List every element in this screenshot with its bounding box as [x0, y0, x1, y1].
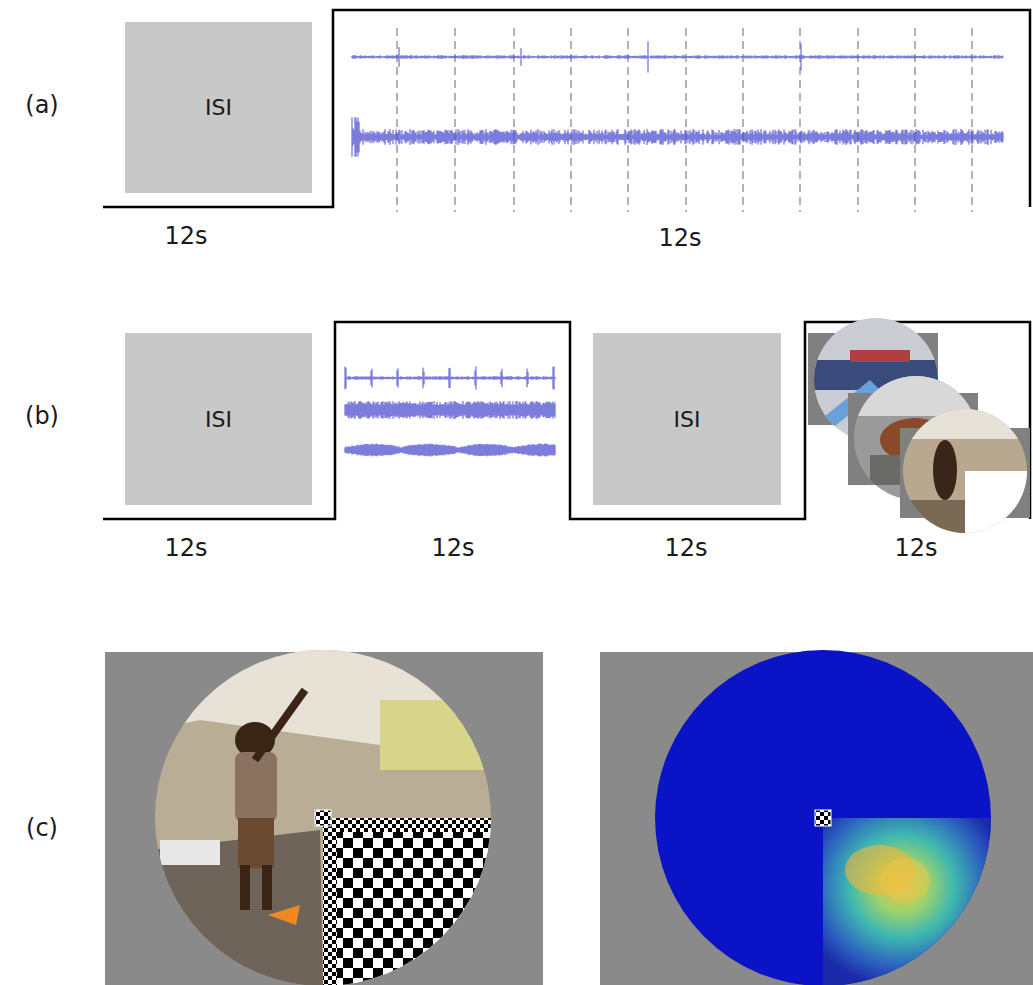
- panel-label: (b): [25, 402, 59, 430]
- time-marker: [742, 28, 744, 212]
- time-marker: [685, 28, 687, 212]
- box-label: ISI: [205, 95, 232, 120]
- panel-label: (a): [25, 91, 58, 119]
- waveform: [352, 41, 1003, 72]
- duration-label: 12s: [431, 534, 474, 562]
- isi-box: ISI: [593, 333, 781, 505]
- duration-label: 12s: [894, 534, 937, 562]
- isi-box: ISI: [125, 22, 312, 193]
- isi-box: ISI: [125, 333, 312, 505]
- waveform: [352, 117, 1003, 157]
- waveform: [345, 401, 555, 419]
- duration-label: 12s: [164, 534, 207, 562]
- box-label: ISI: [205, 407, 232, 432]
- duration-label: 12s: [164, 222, 207, 250]
- box-label: ISI: [674, 407, 701, 432]
- panel-label: (c): [26, 814, 58, 842]
- duration-label: 12s: [664, 534, 707, 562]
- waveform: [345, 444, 555, 457]
- waveform: [345, 366, 555, 389]
- duration-label: 12s: [658, 224, 701, 252]
